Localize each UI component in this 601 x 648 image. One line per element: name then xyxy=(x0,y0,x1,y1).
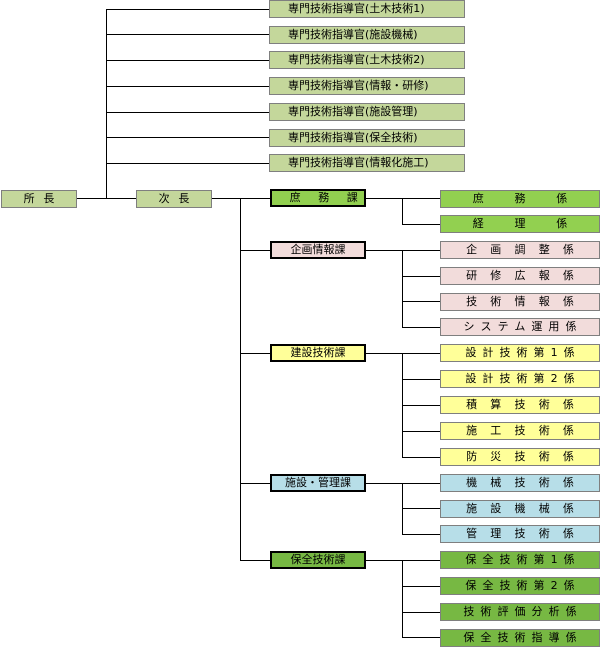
connector-line xyxy=(106,60,269,61)
section-box: 設計技術第1係 xyxy=(440,344,600,362)
connector-line xyxy=(106,86,269,87)
section-box: 研修広報係 xyxy=(440,267,600,285)
division-box: 庶務課 xyxy=(270,189,366,207)
section-box: システム運用係 xyxy=(440,318,600,336)
section-box: 管理技術係 xyxy=(440,525,600,543)
section-box: 庶務係 xyxy=(440,190,600,208)
section-box: 機械技術係 xyxy=(440,474,600,492)
specialist-box: 専門技術指導官(施設管理) xyxy=(269,103,465,121)
connector-line xyxy=(402,276,440,277)
connector-line xyxy=(240,198,241,561)
director-box: 所長 xyxy=(1,190,77,208)
connector-line xyxy=(402,379,440,380)
section-box: 保全技術第2係 xyxy=(440,577,600,595)
specialist-box: 専門技術指導官(情報化施工) xyxy=(269,154,465,172)
division-box: 保全技術課 xyxy=(270,551,366,569)
section-box: 防災技術係 xyxy=(440,448,600,466)
connector-line xyxy=(106,9,269,10)
specialist-box: 専門技術指導官(保全技術) xyxy=(269,129,465,147)
section-box: 設計技術第2係 xyxy=(440,370,600,388)
connector-line xyxy=(402,431,440,432)
connector-line xyxy=(366,483,440,484)
division-box: 企画情報課 xyxy=(270,241,366,259)
connector-line xyxy=(106,34,269,35)
connector-line xyxy=(402,224,440,225)
connector-line xyxy=(240,198,270,199)
connector-line xyxy=(240,250,270,251)
section-box: 施設機械係 xyxy=(440,500,600,518)
connector-line xyxy=(402,586,440,587)
specialist-box: 専門技術指導官(土木技術2) xyxy=(269,51,465,69)
connector-line xyxy=(402,250,403,328)
specialist-box: 専門技術指導官(土木技術1) xyxy=(269,0,465,18)
specialist-box: 専門技術指導官(施設機械) xyxy=(269,26,465,44)
connector-line xyxy=(402,560,403,638)
section-box: 技術評価分析係 xyxy=(440,603,600,621)
connector-line xyxy=(402,637,440,638)
connector-line xyxy=(366,250,440,251)
connector-line xyxy=(402,612,440,613)
connector-line xyxy=(402,198,403,225)
connector-line xyxy=(402,457,440,458)
specialist-box: 専門技術指導官(情報・研修) xyxy=(269,77,465,95)
connector-line xyxy=(106,112,269,113)
connector-line xyxy=(106,163,269,164)
connector-line xyxy=(240,353,270,354)
connector-line xyxy=(402,327,440,328)
connector-line xyxy=(106,137,269,138)
section-box: 積算技術係 xyxy=(440,396,600,414)
connector-line xyxy=(240,560,270,561)
section-box: 技術情報係 xyxy=(440,293,600,311)
deputy-director-box: 次長 xyxy=(136,190,212,208)
division-box: 建設技術課 xyxy=(270,344,366,362)
section-box: 保全技術第1係 xyxy=(440,551,600,569)
connector-line xyxy=(402,301,440,302)
connector-line xyxy=(402,508,440,509)
connector-line xyxy=(106,9,107,199)
section-box: 経理係 xyxy=(440,215,600,233)
division-box: 施設・管理課 xyxy=(270,474,366,492)
connector-line xyxy=(402,405,440,406)
connector-line xyxy=(402,483,403,535)
connector-line xyxy=(366,353,440,354)
connector-line xyxy=(366,198,440,199)
connector-line xyxy=(212,198,240,199)
section-box: 保全技術指導係 xyxy=(440,629,600,647)
section-box: 企画調整係 xyxy=(440,241,600,259)
section-box: 施工技術係 xyxy=(440,422,600,440)
connector-line xyxy=(402,534,440,535)
connector-line xyxy=(366,560,440,561)
connector-line xyxy=(240,483,270,484)
